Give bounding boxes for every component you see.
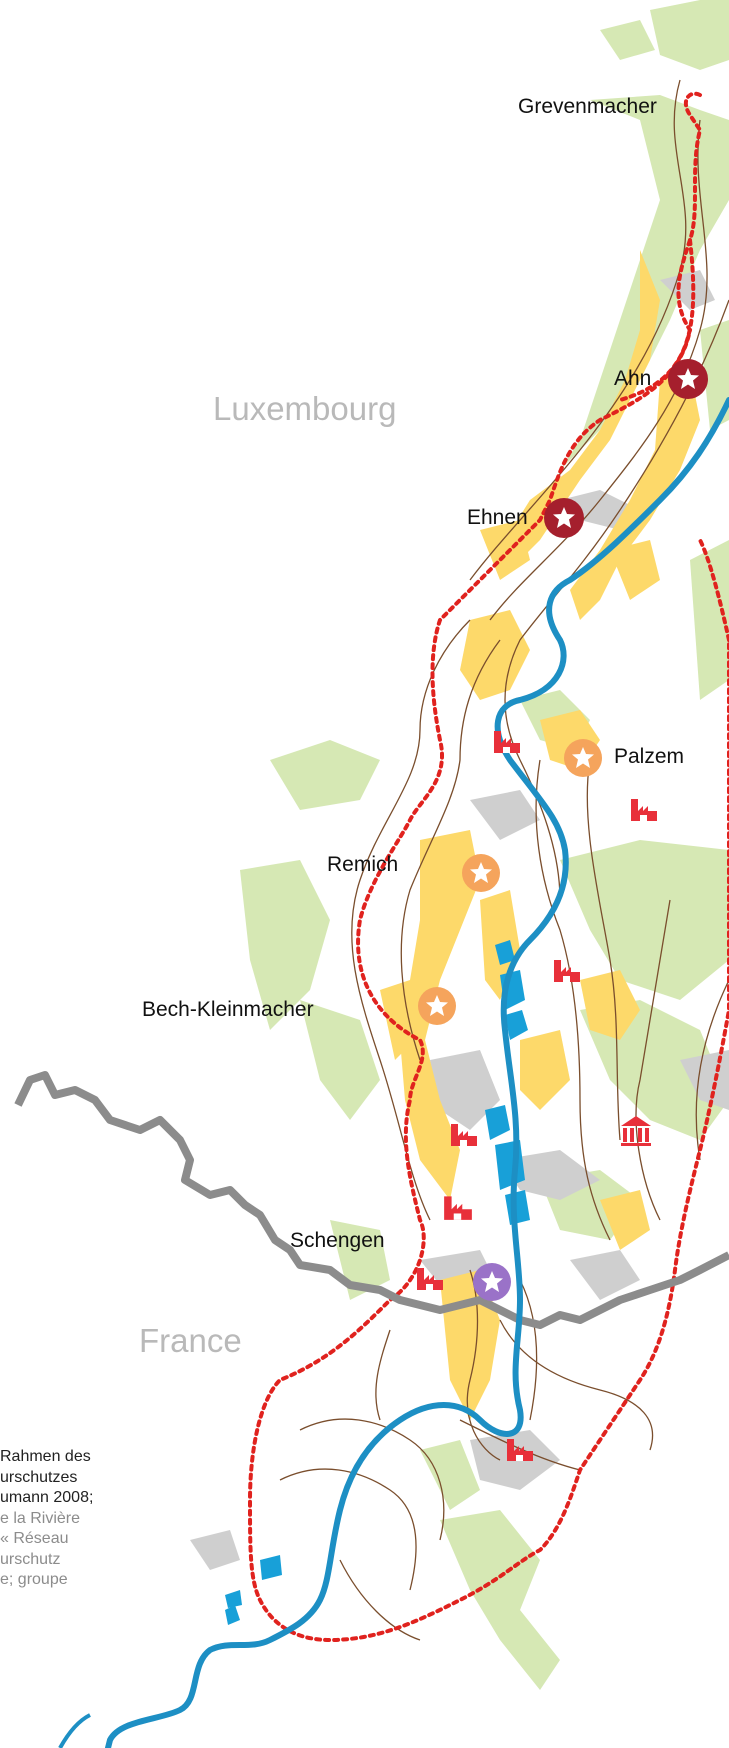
legend-caption: Rahmen des urschutzes umann 2008; e la R… (0, 1447, 160, 1591)
label-schengen: Schengen (290, 1229, 385, 1252)
star-orange-icon (462, 854, 500, 892)
label-ahn: Ahn (614, 367, 651, 390)
study-area-boundary (247, 91, 729, 1643)
caption-fr-line: e la Rivière (0, 1509, 81, 1527)
label-palzem: Palzem (614, 745, 684, 768)
star-purple-icon (473, 1263, 511, 1301)
label-grevenmacher: Grevenmacher (518, 95, 657, 118)
country-label-france: France (139, 1322, 242, 1359)
label-remich: Remich (327, 853, 398, 876)
country-label-luxembourg: Luxembourg (213, 390, 396, 427)
label-ehnen: Ehnen (467, 506, 528, 529)
small-river (58, 1713, 91, 1748)
caption-de-line: Rahmen des (0, 1448, 91, 1465)
caption-de-line: urschutzes (0, 1468, 78, 1486)
factory-icon (494, 731, 520, 753)
star-orange-icon (418, 987, 456, 1025)
star-dark-red-icon (668, 359, 708, 399)
factory-icon (451, 1124, 477, 1146)
caption-de-line: umann 2008; (0, 1489, 94, 1506)
factory-icon (631, 799, 657, 821)
factory-icon (554, 960, 580, 982)
star-orange-icon (564, 739, 602, 777)
national-border (14, 1071, 729, 1329)
museum-icon (621, 1116, 651, 1146)
caption-fr-line: « Réseau (0, 1530, 69, 1547)
caption-fr-line: urschutz (0, 1550, 61, 1568)
factory-icon (444, 1196, 472, 1220)
moselle-river (105, 397, 729, 1748)
label-bech-kleinmacher: Bech-Kleinmacher (142, 998, 314, 1021)
vineyard-areas (380, 250, 700, 1420)
caption-fr-line: e; groupe (0, 1571, 68, 1588)
study-area-boundary-west (618, 238, 696, 402)
forest-areas (240, 0, 729, 1690)
star-dark-red-icon (544, 498, 584, 538)
